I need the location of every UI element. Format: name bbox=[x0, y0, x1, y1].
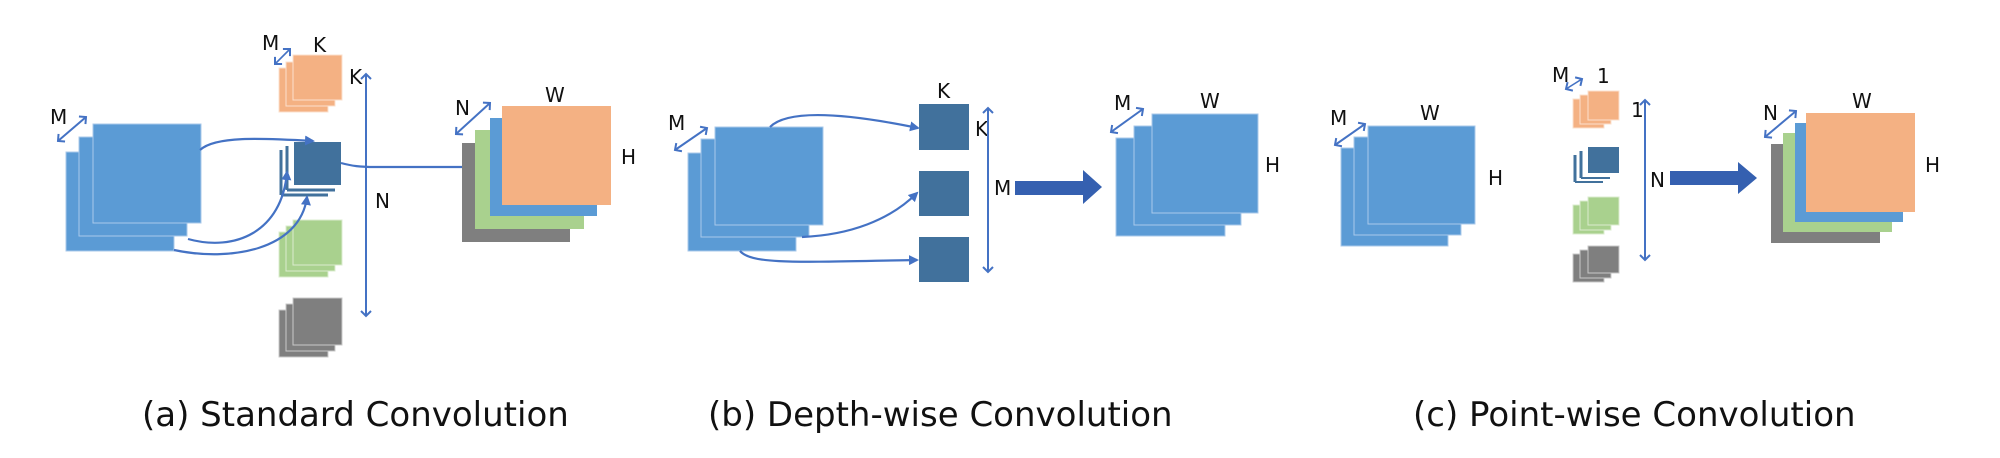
big-arrow-icon bbox=[1670, 162, 1757, 194]
caption-pointwise: (c) Point-wise Convolution bbox=[1413, 395, 1856, 435]
big-arrow-icon bbox=[1015, 170, 1102, 204]
kernel-count-label: N bbox=[375, 189, 390, 213]
depthwise-kernel bbox=[919, 237, 969, 282]
input-depth-label: M bbox=[668, 111, 685, 135]
output-depth-arrow-icon bbox=[1763, 109, 1798, 139]
flow-arrow-icon bbox=[769, 114, 920, 132]
input-depth-label: M bbox=[1330, 106, 1347, 130]
flow-arrow-icon bbox=[801, 191, 919, 239]
output-feature-stack bbox=[1771, 113, 1915, 243]
input-depth-label: M bbox=[50, 105, 67, 129]
kernel-channel-label: M bbox=[1552, 63, 1569, 87]
depth-arrow-icon bbox=[673, 125, 709, 153]
kernel-channel-label: M bbox=[262, 31, 279, 55]
output-depth-label: N bbox=[1763, 101, 1778, 125]
flow-arrow-icon bbox=[739, 250, 919, 266]
depth-arrow-icon bbox=[56, 115, 88, 143]
panel-pointwise-convolution: M W H M 1 1 N bbox=[1330, 63, 1940, 435]
output-depth-label: M bbox=[1114, 91, 1131, 115]
kernel-green-stack bbox=[1572, 196, 1620, 235]
kernel-darkblue-stack bbox=[1573, 147, 1619, 183]
kernel-width-label: 1 bbox=[1597, 64, 1610, 88]
caption-depthwise: (b) Depth-wise Convolution bbox=[708, 395, 1173, 435]
panel-depthwise-convolution: M K K M M W H (b) Depth-wise Convolution bbox=[668, 79, 1280, 435]
input-width-label: W bbox=[1420, 101, 1440, 125]
output-height-label: H bbox=[621, 145, 636, 169]
input-height-label: H bbox=[1488, 166, 1503, 190]
kernel-green-stack bbox=[278, 219, 343, 278]
kernel-count-label: N bbox=[1650, 168, 1665, 192]
kernel-height-label: K bbox=[975, 117, 989, 141]
caption-standard: (a) Standard Convolution bbox=[142, 395, 569, 435]
depth-arrow-icon bbox=[1333, 121, 1367, 148]
kernel-orange-stack bbox=[278, 54, 343, 113]
feature-layer bbox=[92, 123, 202, 224]
input-feature-stack bbox=[687, 126, 824, 252]
kernel-width-label: K bbox=[313, 33, 327, 57]
output-height-label: H bbox=[1265, 153, 1280, 177]
kernel-height-label: K bbox=[349, 65, 363, 89]
kernel-height-label: 1 bbox=[1631, 98, 1644, 122]
kernel-width-label: K bbox=[937, 79, 951, 103]
output-width-label: W bbox=[545, 83, 565, 107]
kernel-gray-stack bbox=[1572, 245, 1620, 283]
kernel-gray-stack bbox=[278, 297, 343, 358]
output-depth-label: N bbox=[455, 96, 470, 120]
kernel-orange-stack bbox=[1572, 90, 1620, 129]
flow-arrow-icon bbox=[173, 195, 311, 256]
depthwise-kernel bbox=[919, 171, 969, 216]
output-width-label: W bbox=[1852, 89, 1872, 113]
panel-standard-convolution: M M K K N bbox=[50, 31, 636, 435]
kernel-depth-arrow-icon bbox=[274, 48, 291, 65]
flow-arrow-icon bbox=[199, 135, 315, 151]
flow-arrow-icon bbox=[187, 170, 292, 244]
depthwise-kernel bbox=[919, 104, 969, 150]
kernel-darkblue-stack bbox=[279, 142, 341, 197]
output-depth-arrow-icon bbox=[1109, 106, 1145, 135]
kernel-count-label: M bbox=[994, 176, 1011, 200]
output-arrow-icon bbox=[340, 161, 491, 172]
output-depth-arrow-icon bbox=[454, 101, 492, 136]
input-feature-stack bbox=[1340, 125, 1476, 247]
input-feature-stack bbox=[65, 123, 202, 252]
output-feature-stack bbox=[1115, 113, 1259, 237]
output-width-label: W bbox=[1200, 89, 1220, 113]
kernel-depth-arrow-icon bbox=[1564, 76, 1584, 92]
output-feature-stack bbox=[462, 106, 611, 242]
output-height-label: H bbox=[1925, 153, 1940, 177]
